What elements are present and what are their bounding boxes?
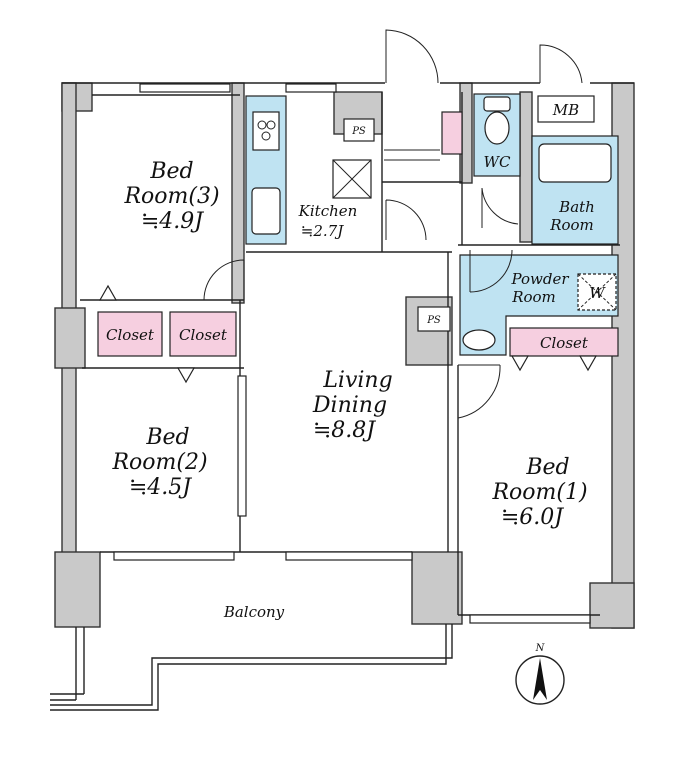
- bed2-size: ≒4.5J: [129, 475, 192, 500]
- bed3-size: ≒4.9J: [141, 209, 204, 234]
- living-label-2: Dining: [312, 393, 387, 418]
- bath-label: Bath: [558, 198, 595, 216]
- washer-label: W: [589, 284, 606, 302]
- kitchen-counter: [245, 95, 372, 245]
- ps-box-1: [343, 118, 375, 142]
- windows: [113, 83, 591, 624]
- powder-label-2: Room: [511, 288, 556, 306]
- bed3-label-2: Room(3): [123, 184, 219, 209]
- balcony-outline: [50, 624, 453, 711]
- bed2-label-2: Room(2): [111, 450, 207, 475]
- living-label: Living: [322, 368, 392, 393]
- closet-label-b: Closet: [179, 326, 228, 344]
- ps-box-2: [417, 306, 451, 332]
- north-arrow-icon: N: [515, 643, 565, 705]
- wc-room: [473, 93, 521, 177]
- mb-box: [537, 95, 595, 123]
- bed1-label: Bed: [525, 455, 569, 480]
- closet-label-a: Closet: [106, 326, 155, 344]
- kitchen-label: Kitchen: [298, 202, 358, 220]
- bath-label-2: Room: [549, 216, 594, 234]
- north-label: N: [535, 643, 546, 654]
- bath-room: [531, 135, 619, 245]
- closet-label-c: Closet: [540, 334, 589, 352]
- bed1-size: ≒6.0J: [501, 505, 564, 530]
- kitchen-size: ≒2.7J: [301, 222, 344, 240]
- ps-label-2: PS: [426, 315, 441, 326]
- bed1-label-2: Room(1): [491, 480, 587, 505]
- powder-label: Powder: [510, 270, 569, 288]
- wc-label: WC: [484, 153, 511, 171]
- balcony-label: Balcony: [223, 603, 285, 621]
- mb-label: MB: [552, 101, 579, 119]
- doors: [98, 29, 598, 419]
- closets: [97, 111, 619, 357]
- entry-shelves: [384, 149, 440, 161]
- living-size: ≒8.8J: [313, 418, 376, 443]
- bed3-label: Bed: [149, 159, 193, 184]
- ps-label-1: PS: [351, 126, 366, 137]
- bed2-label: Bed: [145, 425, 189, 450]
